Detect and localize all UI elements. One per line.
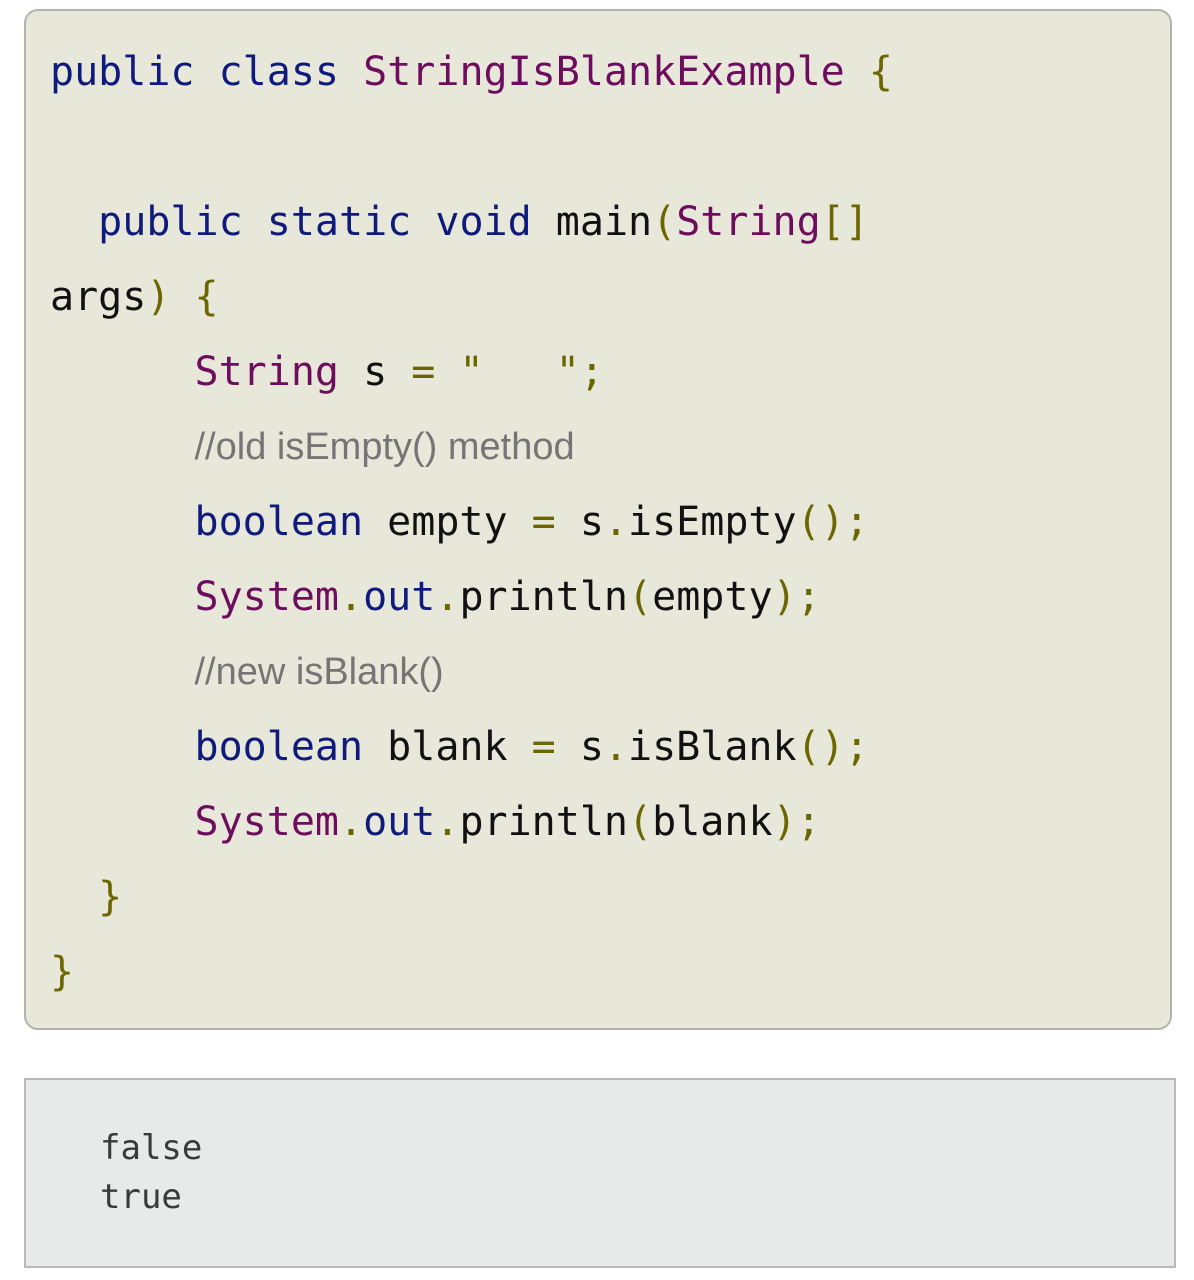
code-identifier <box>339 49 363 95</box>
code-identifier <box>50 423 195 469</box>
code-punctuation: . <box>435 799 460 845</box>
code-identifier <box>195 49 219 95</box>
code-keyword: static <box>266 199 412 245</box>
code-type: String <box>194 349 340 395</box>
code-line: String s = " "; <box>50 347 604 397</box>
code-punctuation: ( <box>652 199 677 245</box>
code-keyword: public <box>98 199 243 245</box>
code-identifier <box>50 199 98 245</box>
code-identifier: s <box>555 724 604 770</box>
code-keyword: class <box>218 49 340 95</box>
code-punctuation: } <box>98 874 123 920</box>
code-punctuation: ( <box>628 574 653 620</box>
code-line: System.out.println(empty); <box>50 572 821 622</box>
code-line: public class StringIsBlankExample { <box>50 47 893 97</box>
code-field: out <box>363 574 436 620</box>
code-identifier: println <box>459 799 629 845</box>
output-block: false true <box>24 1078 1176 1268</box>
code-identifier: main <box>555 199 653 245</box>
code-keyword: boolean <box>194 724 364 770</box>
code-identifier <box>50 724 195 770</box>
code-identifier: blank <box>363 724 532 770</box>
output-line: false <box>100 1128 203 1168</box>
code-punctuation: ) <box>146 274 171 320</box>
code-identifier: empty <box>652 574 773 620</box>
code-identifier <box>845 49 869 95</box>
code-comment: //new isBlank() <box>194 651 444 693</box>
code-punctuation: . <box>339 574 364 620</box>
code-line: System.out.println(blank); <box>50 797 821 847</box>
code-identifier <box>411 199 435 245</box>
code-type: System <box>194 799 340 845</box>
code-identifier: args <box>50 274 147 320</box>
code-identifier <box>50 799 195 845</box>
code-identifier <box>50 349 195 395</box>
output-line: true <box>100 1177 182 1217</box>
code-punctuation: = <box>531 499 556 545</box>
code-line: boolean blank = s.isBlank(); <box>50 722 869 772</box>
code-identifier <box>243 199 267 245</box>
code-line: //new isBlank() <box>50 646 444 696</box>
code-punctuation: { <box>194 274 219 320</box>
code-punctuation: { <box>868 49 893 95</box>
code-punctuation: ; <box>579 349 604 395</box>
code-identifier <box>170 274 194 320</box>
code-punctuation: . <box>435 574 460 620</box>
code-keyword: boolean <box>194 499 364 545</box>
code-string: " " <box>459 349 580 395</box>
code-type: String <box>676 199 821 245</box>
code-punctuation: . <box>603 724 629 770</box>
code-punctuation: = <box>411 349 436 395</box>
code-identifier: blank <box>652 799 773 845</box>
code-identifier: s <box>339 349 412 395</box>
code-line: //old isEmpty() method <box>50 421 575 471</box>
code-line: public static void main(String[] <box>50 197 869 247</box>
code-identifier: empty <box>363 499 532 545</box>
code-punctuation: ( <box>628 799 653 845</box>
code-punctuation: } <box>50 949 75 995</box>
code-identifier: isEmpty <box>628 499 797 545</box>
code-punctuation: ); <box>772 799 821 845</box>
code-identifier <box>532 199 556 245</box>
code-identifier <box>50 648 195 694</box>
code-type: StringIsBlankExample <box>363 49 845 95</box>
code-punctuation: ); <box>772 574 821 620</box>
code-punctuation: (); <box>796 724 869 770</box>
code-punctuation: . <box>339 799 364 845</box>
code-identifier <box>50 874 98 920</box>
code-field: out <box>363 799 436 845</box>
code-type: System <box>194 574 340 620</box>
code-keyword: public <box>50 49 195 95</box>
code-punctuation: (); <box>796 499 869 545</box>
code-punctuation: [] <box>820 199 869 245</box>
code-line: boolean empty = s.isEmpty(); <box>50 497 869 547</box>
code-line: } <box>50 872 122 922</box>
code-identifier: s <box>555 499 604 545</box>
code-line: } <box>50 947 74 997</box>
code-identifier: isBlank <box>628 724 797 770</box>
code-line: args) { <box>50 272 219 322</box>
code-identifier: println <box>459 574 629 620</box>
code-block: public class StringIsBlankExample { publ… <box>24 9 1172 1030</box>
code-identifier <box>435 349 459 395</box>
code-keyword: void <box>435 199 532 245</box>
code-identifier <box>50 499 195 545</box>
code-punctuation: = <box>531 724 556 770</box>
code-identifier <box>50 574 195 620</box>
code-comment: //old isEmpty() method <box>194 426 575 468</box>
code-punctuation: . <box>603 499 629 545</box>
